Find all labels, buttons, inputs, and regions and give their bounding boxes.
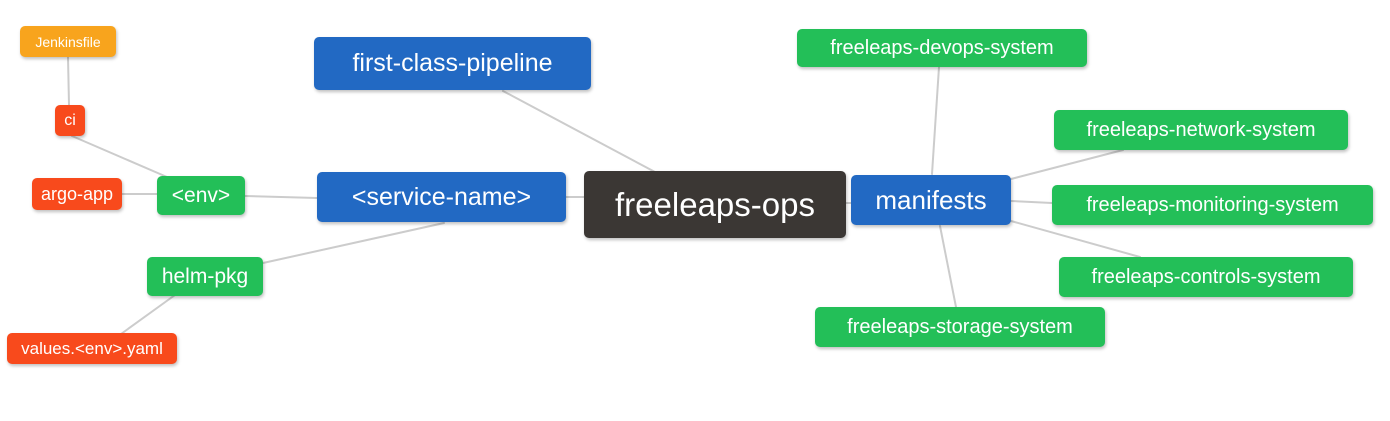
node-controls-system-label: freeleaps-controls-system	[1091, 266, 1321, 288]
node-helm-pkg-label: helm-pkg	[161, 265, 249, 288]
node-jenkinsfile[interactable]: Jenkinsfile	[20, 26, 116, 57]
node-freeleaps-ops-root[interactable]: freeleaps-ops	[584, 171, 846, 238]
node-monitoring-system[interactable]: freeleaps-monitoring-system	[1052, 185, 1373, 225]
node-first-class-pipeline[interactable]: first-class-pipeline	[314, 37, 591, 90]
node-service-name[interactable]: <service-name>	[317, 172, 566, 222]
node-manifests[interactable]: manifests	[851, 175, 1011, 225]
node-devops-system[interactable]: freeleaps-devops-system	[797, 29, 1087, 67]
node-values-env-yaml[interactable]: values.<env>.yaml	[7, 333, 177, 364]
node-helm-pkg[interactable]: helm-pkg	[147, 257, 263, 296]
node-first-class-pipeline-label: first-class-pipeline	[352, 49, 553, 77]
node-manifests-label: manifests	[875, 185, 987, 215]
node-argo-app-label: argo-app	[40, 184, 114, 204]
node-argo-app[interactable]: argo-app	[32, 178, 122, 210]
node-storage-system-label: freeleaps-storage-system	[847, 316, 1073, 338]
node-ci-label: ci	[64, 111, 76, 129]
node-devops-system-label: freeleaps-devops-system	[830, 37, 1054, 59]
node-freeleaps-ops-label: freeleaps-ops	[615, 186, 815, 223]
node-controls-system[interactable]: freeleaps-controls-system	[1059, 257, 1353, 297]
node-jenkinsfile-label: Jenkinsfile	[35, 33, 101, 50]
node-network-system[interactable]: freeleaps-network-system	[1054, 110, 1348, 150]
node-ci[interactable]: ci	[55, 105, 85, 136]
node-values-env-yaml-label: values.<env>.yaml	[21, 339, 163, 358]
node-monitoring-system-label: freeleaps-monitoring-system	[1086, 194, 1339, 216]
node-env-label: <env>	[171, 184, 231, 207]
node-storage-system[interactable]: freeleaps-storage-system	[815, 307, 1105, 347]
node-network-system-label: freeleaps-network-system	[1086, 119, 1316, 141]
node-service-name-label: <service-name>	[351, 182, 532, 211]
node-env[interactable]: <env>	[157, 176, 245, 215]
